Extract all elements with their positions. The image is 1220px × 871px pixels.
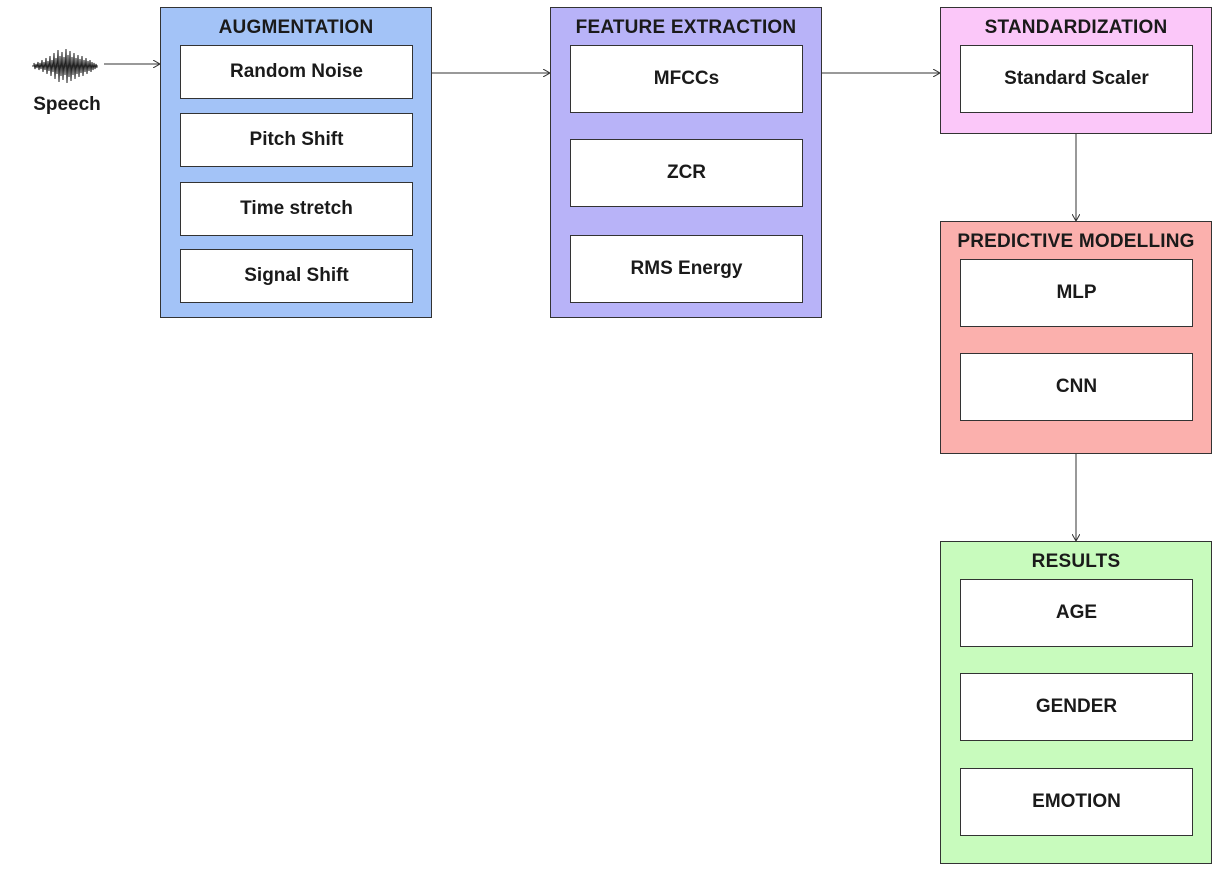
result-item-age: AGE [960,579,1193,647]
augmentation-item-signal-shift: Signal Shift [180,249,413,303]
feature-item-zcr: ZCR [570,139,803,207]
model-item-cnn: CNN [960,353,1193,421]
augmentation-item-time-stretch: Time stretch [180,182,413,236]
augmentation-item-random-noise: Random Noise [180,45,413,99]
augmentation-group: AUGMENTATION Random Noise Pitch Shift Ti… [160,7,432,318]
standardization-title: STANDARDIZATION [984,17,1168,38]
results-title: RESULTS [1031,551,1121,572]
model-item-mlp: MLP [960,259,1193,327]
results-group: RESULTS AGE GENDER EMOTION [940,541,1212,864]
standardization-item-standard-scaler: Standard Scaler [960,45,1193,113]
predictive-modelling-group: PREDICTIVE MODELLING MLP CNN [940,221,1212,454]
standardization-group: STANDARDIZATION Standard Scaler [940,7,1212,134]
result-item-gender: GENDER [960,673,1193,741]
feature-item-rms-energy: RMS Energy [570,235,803,303]
feature-item-mfccs: MFCCs [570,45,803,113]
feature-extraction-title: FEATURE EXTRACTION [575,17,797,38]
augmentation-item-pitch-shift: Pitch Shift [180,113,413,167]
speech-label: Speech [33,94,101,115]
feature-extraction-group: FEATURE EXTRACTION MFCCs ZCR RMS Energy [550,7,822,318]
augmentation-title: AUGMENTATION [218,17,374,38]
predictive-modelling-title: PREDICTIVE MODELLING [957,231,1195,252]
result-item-emotion: EMOTION [960,768,1193,836]
